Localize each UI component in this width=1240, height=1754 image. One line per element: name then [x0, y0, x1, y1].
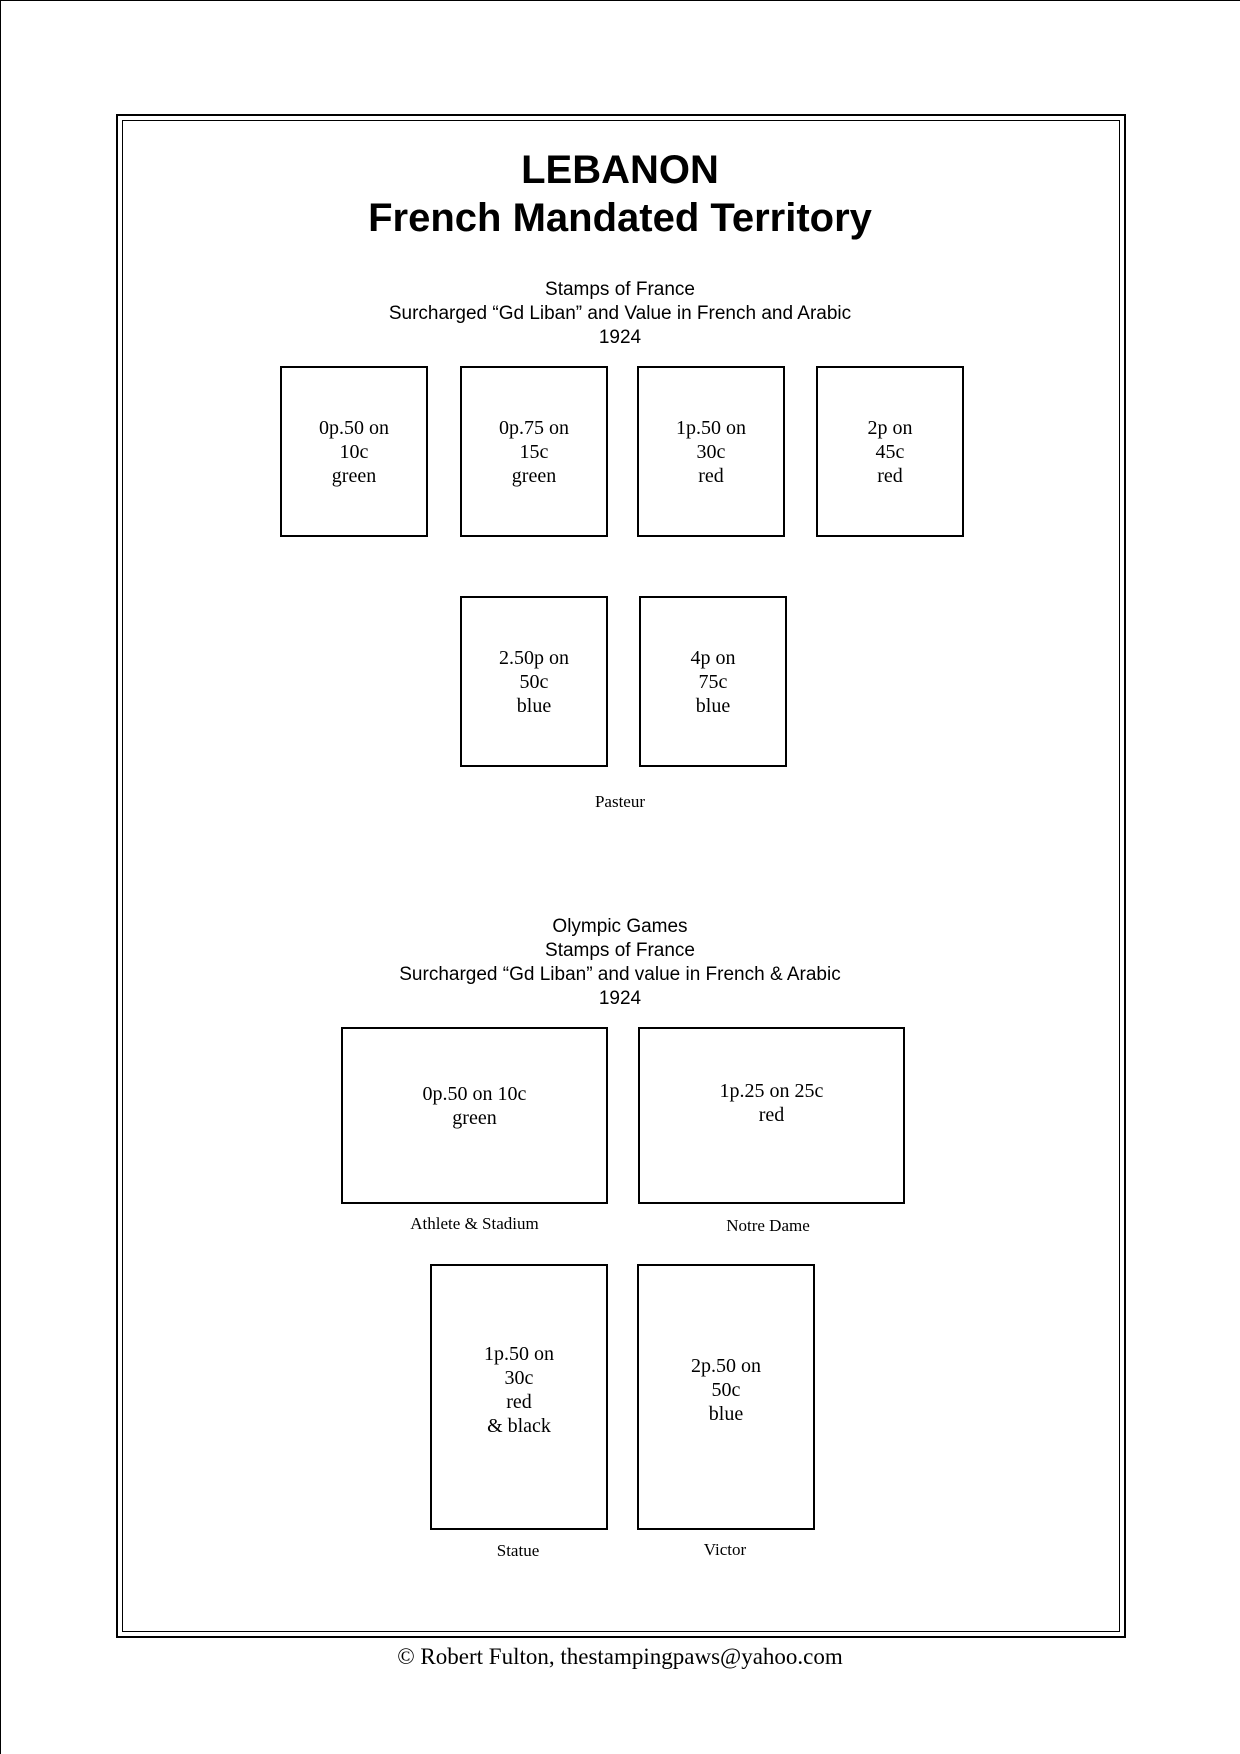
section2-heading-line: Stamps of France [545, 940, 695, 961]
stamp-label-line: 0p.75 on [499, 416, 569, 439]
section1-heading: Stamps of France Surcharged “Gd Liban” a… [120, 278, 1120, 350]
stamp-box: 1p.50 on 30c red & black [430, 1264, 608, 1530]
stamp-label-line: 1p.50 on [484, 1343, 554, 1365]
stamp-label-line: red [698, 464, 724, 487]
stamp-label-line: & black [487, 1415, 551, 1437]
stamp-label-line: green [511, 464, 557, 487]
page-edge-top [0, 0, 1240, 1]
stamp-label-line: blue [516, 694, 552, 717]
album-frame-inner [122, 120, 1120, 1632]
stamp-label-line: 1p.50 on [676, 416, 746, 439]
stamp-label-line: 2p.50 on [691, 1355, 761, 1377]
page-edge-left [0, 0, 1, 1754]
stamp-caption: Notre Dame [726, 1216, 810, 1235]
stamp-label: 2p on 45c red [868, 416, 913, 488]
stamp-box: 2p on 45c red [816, 366, 964, 537]
stamp-box: 2p.50 on 50c blue [637, 1264, 815, 1530]
stamp-label: 1p.50 on 30c red & black [484, 1342, 554, 1438]
stamp-label-line: 30c [696, 440, 726, 463]
stamp-label-line: 2.50p on [499, 646, 569, 669]
stamp-label-line: 2p on [867, 416, 913, 439]
stamp-label-line: 50c [519, 670, 549, 693]
section1-heading-line: Stamps of France [545, 279, 695, 300]
stamp-label-line: green [331, 464, 377, 487]
copyright-footer: © Robert Fulton, thestampingpaws@yahoo.c… [397, 1644, 843, 1669]
stamp-label-line: 10c [339, 440, 369, 463]
stamp-label-line: red [506, 1391, 532, 1413]
stamp-caption: Statue [496, 1541, 540, 1560]
stamp-label-line: 30c [504, 1367, 534, 1389]
stamp-box: 4p on 75c blue [639, 596, 787, 767]
stamp-box: 1p.25 on 25c red [638, 1027, 905, 1204]
section2-heading-line: 1924 [598, 988, 642, 1009]
stamp-label-line: blue [708, 1403, 744, 1425]
stamp-box: 0p.50 on 10c green [280, 366, 428, 537]
section1-heading-line: 1924 [598, 327, 642, 348]
section2-heading-line: Olympic Games [552, 916, 688, 937]
stamp-caption: Victor [703, 1540, 747, 1559]
stamp-label-line: red [758, 1103, 785, 1126]
page-subtitle: French Mandated Territory [368, 196, 872, 240]
stamp-box: 0p.50 on 10c green [341, 1027, 608, 1204]
stamp-box: 0p.75 on 15c green [460, 366, 608, 537]
album-frame-outer [116, 114, 1126, 1638]
stamp-label: 1p.25 on 25c red [720, 1079, 824, 1127]
section2-heading-line: Surcharged “Gd Liban” and value in Frenc… [399, 964, 841, 985]
stamp-label: 0p.75 on 15c green [499, 416, 569, 488]
stamp-label: 2.50p on 50c blue [499, 646, 569, 718]
stamp-label-line: red [877, 464, 903, 487]
stamp-caption: Pasteur [594, 792, 646, 811]
stamp-label-line: 0p.50 on [319, 416, 389, 439]
stamp-label-line: 75c [698, 670, 728, 693]
stamp-label: 2p.50 on 50c blue [691, 1354, 761, 1426]
stamp-label-line: 4p on [690, 646, 736, 669]
stamp-label: 4p on 75c blue [691, 646, 736, 718]
stamp-label-line: 15c [519, 440, 549, 463]
stamp-box: 2.50p on 50c blue [460, 596, 608, 767]
stamp-label-line: green [452, 1106, 497, 1129]
stamp-label-line: 50c [711, 1379, 741, 1401]
page-title: LEBANON [521, 148, 719, 192]
stamp-label-line: 45c [875, 440, 905, 463]
stamp-label: 0p.50 on 10c green [319, 416, 389, 488]
stamp-label: 0p.50 on 10c green [423, 1082, 527, 1130]
section2-heading: Olympic Games Stamps of France Surcharge… [120, 915, 1120, 1011]
stamp-label: 1p.50 on 30c red [676, 416, 746, 488]
stamp-label-line: 0p.50 on 10c [422, 1082, 527, 1105]
stamp-label-line: blue [695, 694, 731, 717]
stamp-caption: Athlete & Stadium [410, 1214, 539, 1233]
stamp-box: 1p.50 on 30c red [637, 366, 785, 537]
section1-heading-line: Surcharged “Gd Liban” and Value in Frenc… [388, 303, 852, 324]
stamp-label-line: 1p.25 on 25c [719, 1079, 824, 1102]
